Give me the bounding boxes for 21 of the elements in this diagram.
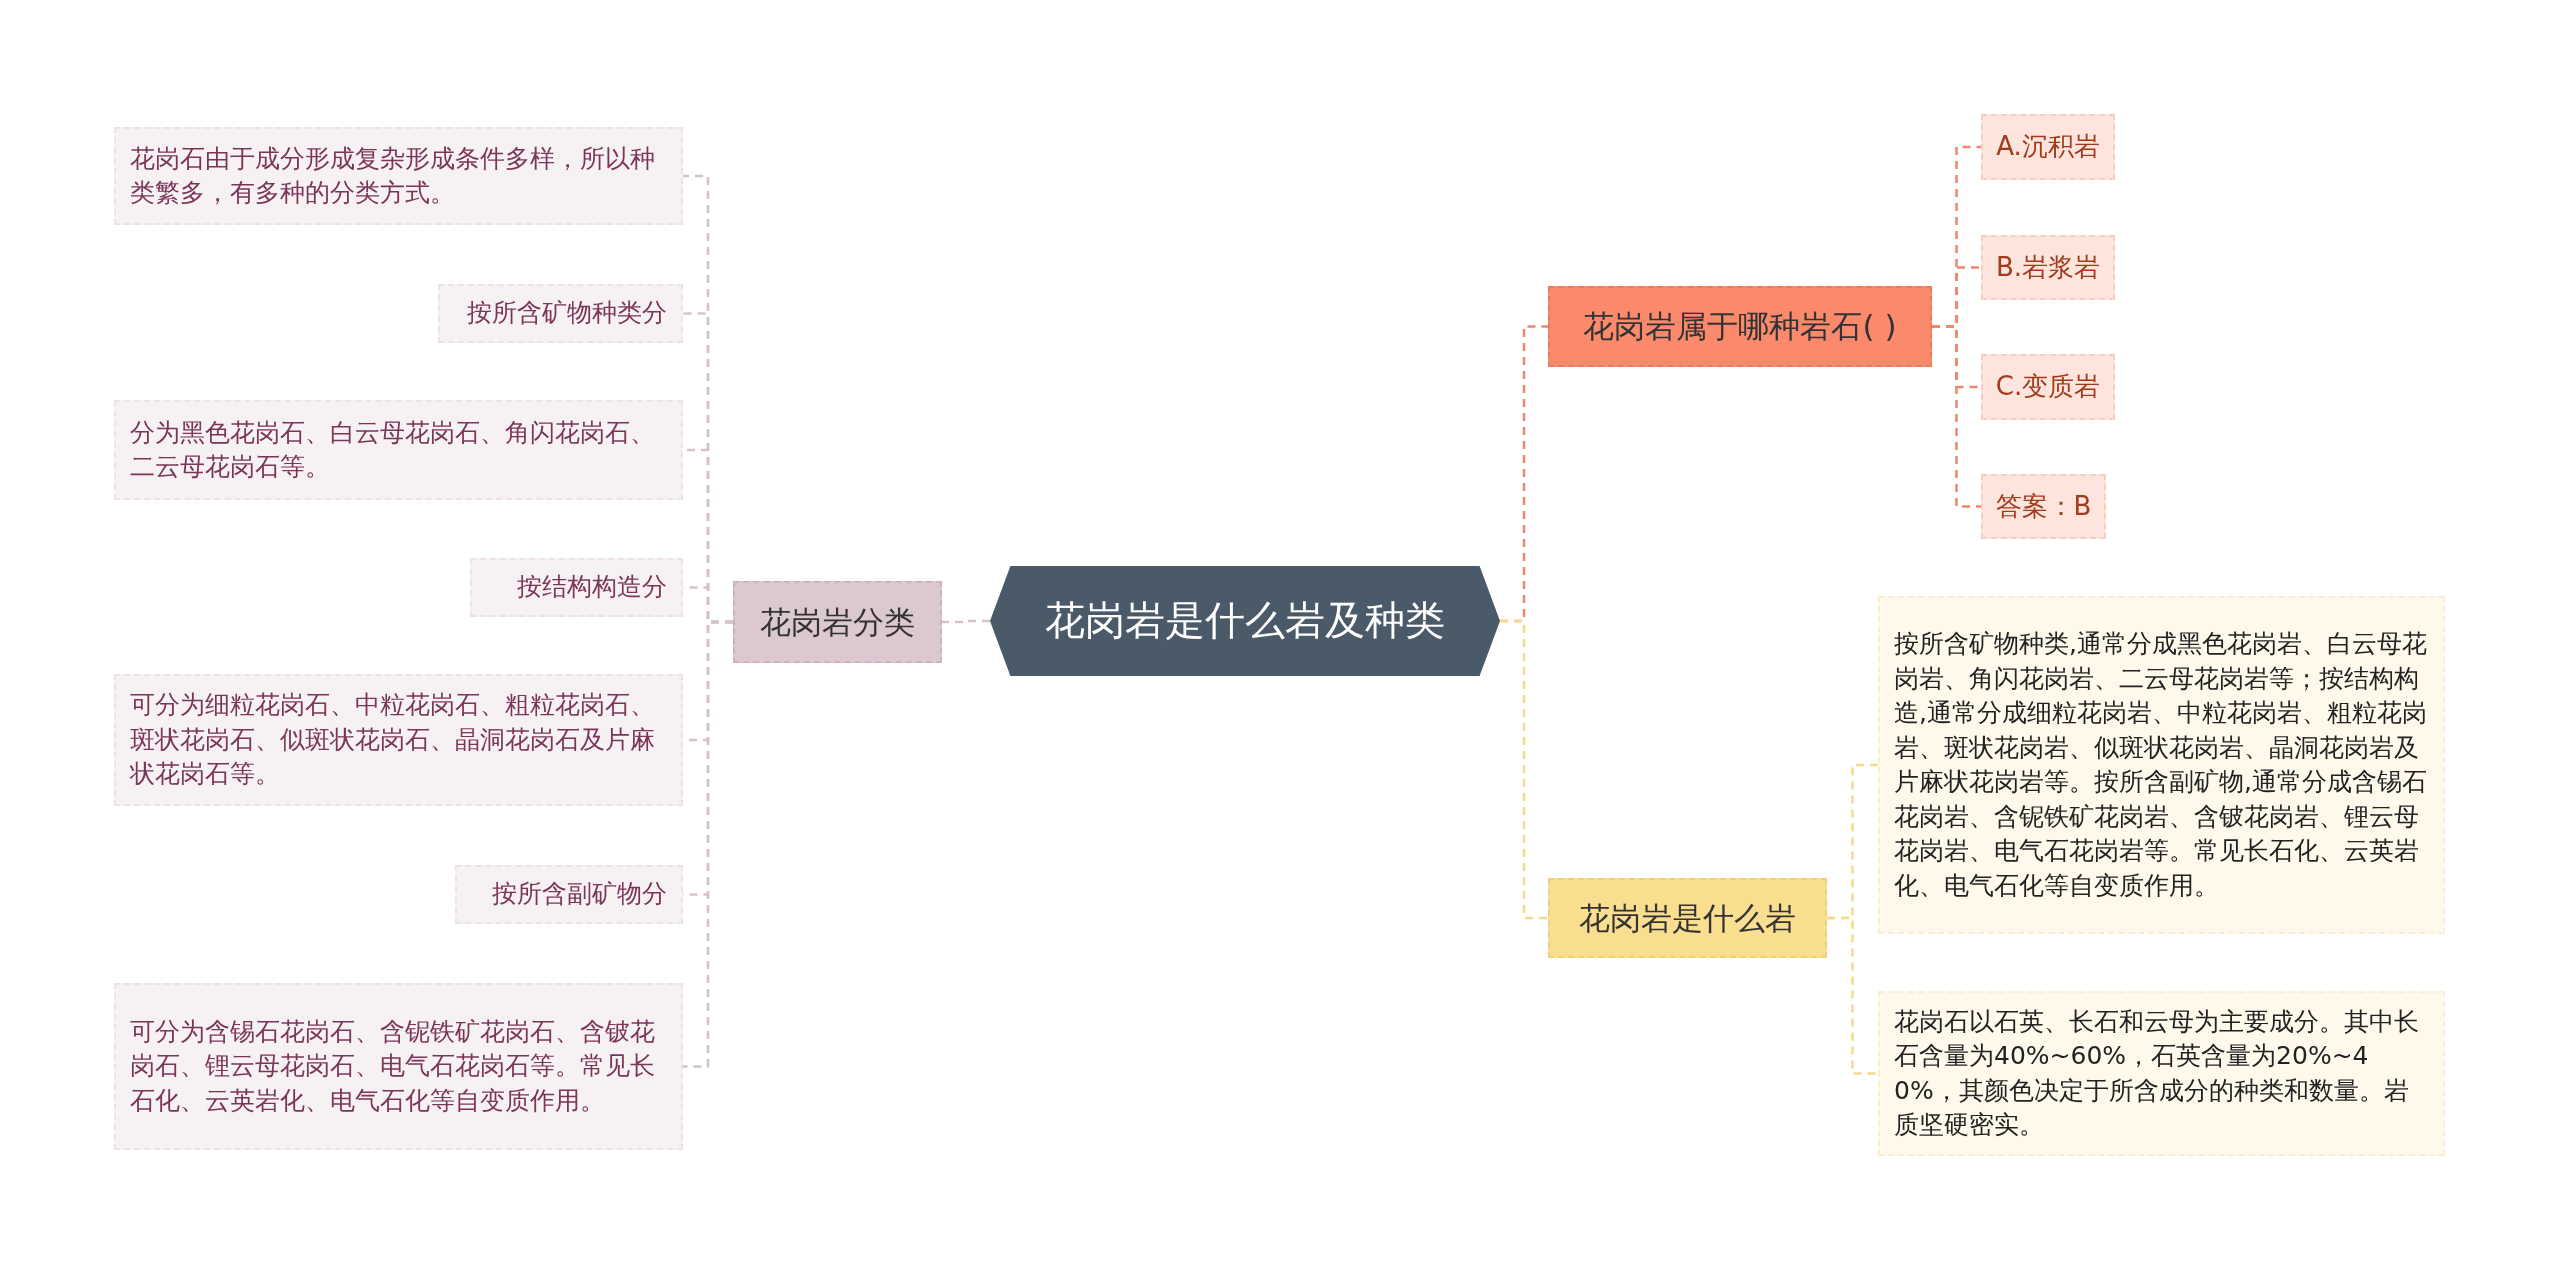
question-box: 花岗岩属于哪种岩石( ) bbox=[1548, 286, 1932, 367]
note-box: 可分为细粒花岗石、中粒花岗石、粗粒花岗石、斑状花岗石、似斑状花岗石、晶洞花岗石及片麻状花岗石等。 bbox=[114, 674, 683, 806]
option-box: A.沉积岩 bbox=[1981, 114, 2115, 180]
topic-box: 按所含矿物种类分 bbox=[438, 284, 683, 343]
option-box: C.变质岩 bbox=[1981, 354, 2115, 420]
note-box: 按所含矿物种类,通常分成黑色花岗岩、白云母花岗岩、角闪花岗岩、二云母花岗岩等；按结构构造,通常分成细粒花岗岩、中粒花岗岩、粗粒花岗岩、斑状花岗岩、似斑状花岗岩、晶洞花岗岩及片麻状花岗岩等。按所含副矿物,通常分成含锡石花岗岩、含铌铁矿花岗岩、含铍花岗岩、锂云母花岗岩、电气石花岗岩等。常见长石化、云英岩化、电气石化等自变质作用。 bbox=[1878, 596, 2445, 934]
option-box: B.岩浆岩 bbox=[1981, 235, 2115, 300]
option-box: 答案：B bbox=[1981, 474, 2106, 539]
branch-topic-box: 花岗岩是什么岩 bbox=[1548, 878, 1827, 958]
note-box: 可分为含锡石花岗石、含铌铁矿花岗石、含铍花岗石、锂云母花岗石、电气石花岗石等。常见长石化、云英岩化、电气石化等自变质作用。 bbox=[114, 983, 683, 1150]
branch-topic-box: 花岗岩分类 bbox=[733, 581, 942, 663]
connector-line bbox=[1500, 619, 1548, 920]
connector-line bbox=[683, 620, 733, 1068]
connector-line bbox=[1827, 916, 1878, 1075]
connector-line bbox=[1932, 325, 1981, 508]
topic-box: 按结构构造分 bbox=[470, 558, 683, 617]
topic-box: 按所含副矿物分 bbox=[455, 865, 683, 924]
note-box: 分为黑色花岗石、白云母花岗石、角闪花岗石、二云母花岗石等。 bbox=[114, 400, 683, 500]
note-box: 花岗石以石英、长石和云母为主要成分。其中长石含量为40%~60%，石英含量为20%~40%，其颜色决定于所含成分的种类和数量。岩质坚硬密实。 bbox=[1878, 991, 2445, 1156]
connector-line bbox=[942, 619, 990, 624]
note-box: 花岗石由于成分形成复杂形成条件多样，所以种类繁多，有多种的分类方式。 bbox=[114, 127, 683, 225]
